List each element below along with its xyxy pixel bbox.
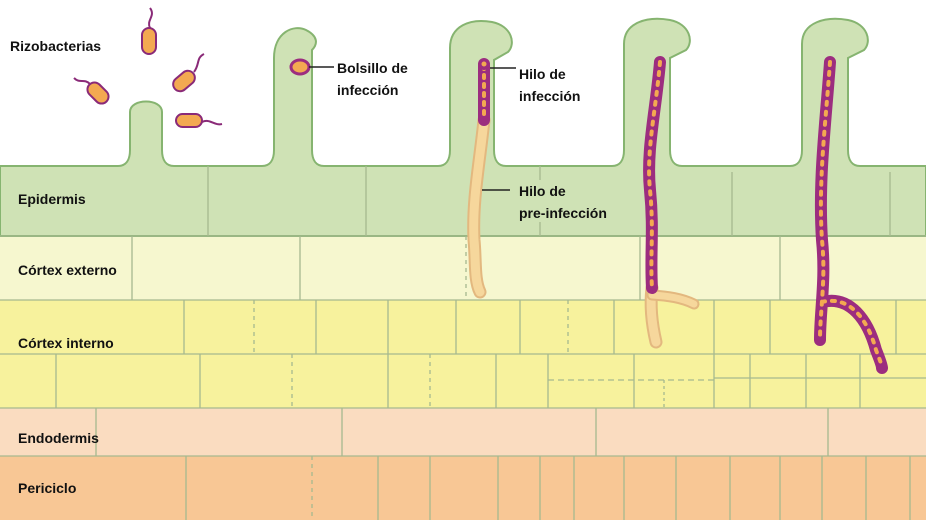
bacterium [170, 54, 204, 94]
bacterium [142, 8, 156, 54]
hilo-label-line2: infección [519, 88, 580, 104]
prehilo-label-line2: pre-infección [519, 205, 607, 221]
bacterium [74, 78, 111, 106]
periciclo-layer [0, 456, 926, 520]
endodermis-label: Endodermis [18, 430, 99, 446]
endodermis-layer [0, 408, 926, 456]
prehilo-label-line1: Hilo de [519, 183, 566, 199]
cortex-interno-label: Córtex interno [18, 335, 114, 351]
infection-pocket [291, 60, 309, 74]
epidermis-surface-with-root-hairs [0, 19, 926, 236]
rizobacterias-label: Rizobacterias [10, 38, 101, 54]
hilo-label-line1: Hilo de [519, 66, 566, 82]
epidermis-label: Epidermis [18, 191, 86, 207]
periciclo-label: Periciclo [18, 480, 76, 496]
bolsillo-label-line1: Bolsillo de [337, 60, 408, 76]
cortex-externo-label: Córtex externo [18, 262, 117, 278]
cortex-externo-layer [0, 236, 926, 300]
bolsillo-label-line2: infección [337, 82, 398, 98]
bacterium [176, 114, 222, 127]
